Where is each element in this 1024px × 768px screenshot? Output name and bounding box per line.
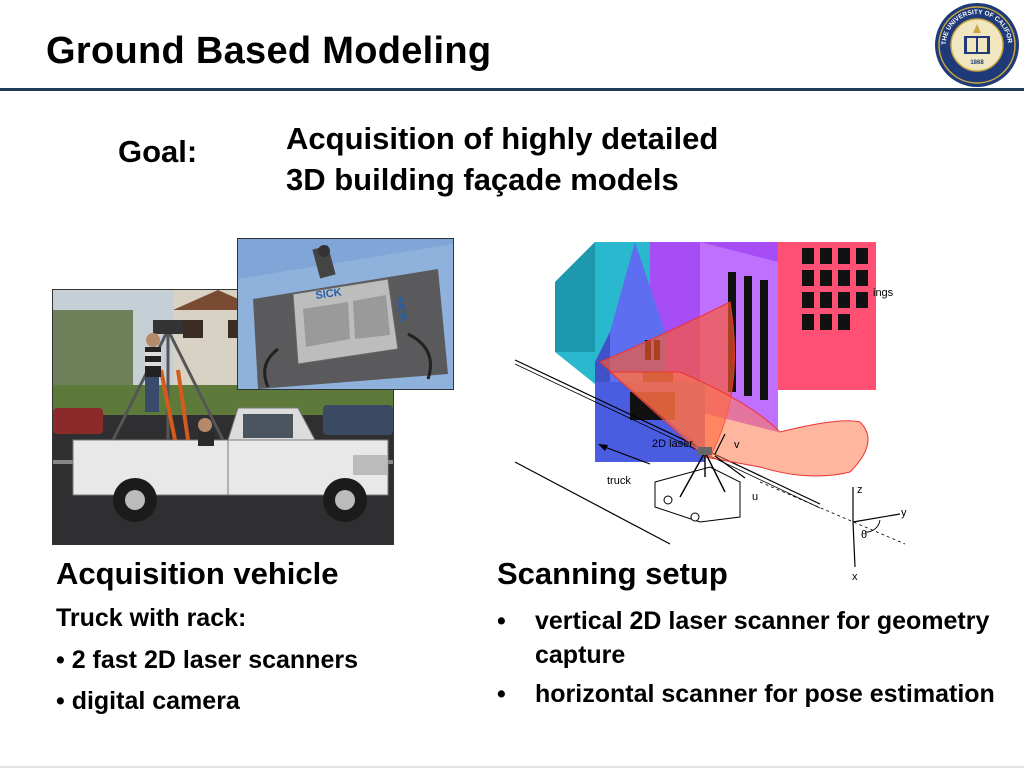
list-item: • vertical 2D laser scanner for geometry… <box>497 604 997 672</box>
list-item: • horizontal scanner for pose estimation <box>497 677 997 711</box>
label-z-axis: z <box>857 484 863 496</box>
label-u-axis: u <box>752 491 758 503</box>
slide-title: Ground Based Modeling <box>46 30 492 72</box>
truck-with-rack-subheading: Truck with rack: <box>56 604 247 632</box>
university-seal-logo: THE UNIVERSITY OF CALIFORNIA 1868 <box>934 2 1019 87</box>
seal-year: 1868 <box>970 60 984 66</box>
scanning-setup-diagram: ings 2D laser v truck u z y θ x <box>514 242 907 583</box>
list-item: • 2 fast 2D laser scanners <box>56 646 358 674</box>
horizontal-laser-fan <box>608 371 869 477</box>
scanner-brand-label-2: SICK <box>393 295 409 323</box>
label-truck: truck <box>607 475 631 487</box>
goal-label: Goal: <box>118 134 198 169</box>
list-item: • digital camera <box>56 687 240 715</box>
scanning-setup-heading: Scanning setup <box>497 556 728 591</box>
acquisition-vehicle-heading: Acquisition vehicle <box>56 556 339 591</box>
scanner-brand-label-1: SICK <box>315 286 343 302</box>
label-theta: θ <box>861 529 867 541</box>
goal-line-2: 3D building façade models <box>286 162 679 197</box>
label-x-axis: x <box>852 571 858 583</box>
title-divider <box>0 88 1024 91</box>
footer-divider <box>0 766 1024 768</box>
bullet-marker: • <box>497 680 506 708</box>
goal-statement: Acquisition of highly detailed 3D buildi… <box>286 118 718 200</box>
list-item-text: vertical 2D laser scanner for geometry c… <box>535 607 990 669</box>
label-buildings: ings <box>873 287 894 299</box>
laser-scanner-photo: SICK SICK <box>237 238 454 390</box>
label-v-axis: v <box>734 439 740 451</box>
label-y-axis: y <box>901 507 907 519</box>
list-item-text: horizontal scanner for pose estimation <box>535 680 995 708</box>
acquisition-vehicle-list: • 2 fast 2D laser scanners • digital cam… <box>56 646 358 728</box>
bullet-marker: • <box>497 607 506 635</box>
goal-line-1: Acquisition of highly detailed <box>286 121 719 156</box>
label-2d-laser: 2D laser <box>652 438 693 450</box>
scanning-setup-list: • vertical 2D laser scanner for geometry… <box>497 604 997 716</box>
